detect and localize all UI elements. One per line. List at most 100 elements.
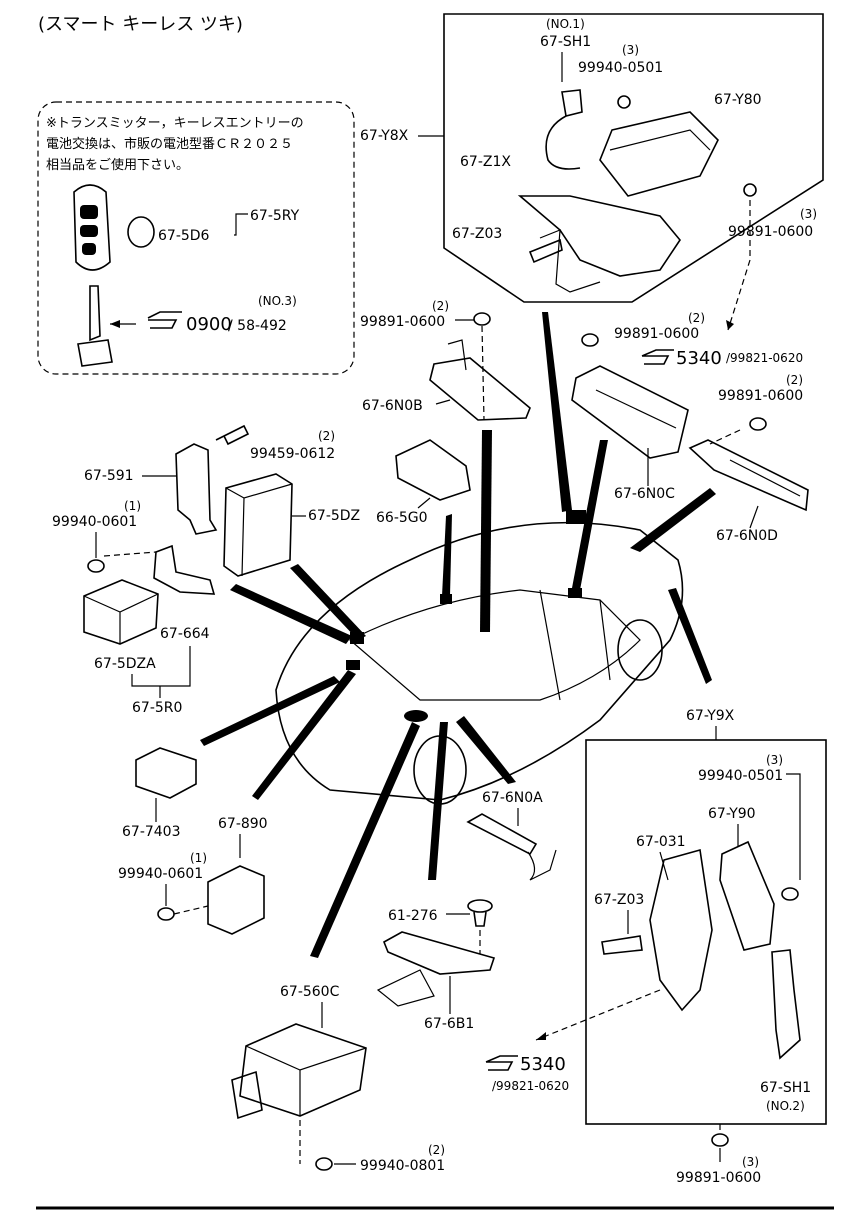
label-67-5dz: 67-5DZ (308, 508, 360, 524)
label-99940-0501-top: 99940-0501 (578, 60, 663, 76)
bracket-664-icon (153, 544, 216, 595)
leader-6n0d (630, 488, 716, 552)
pointing-hand-icon (641, 349, 674, 365)
label-99459-0612: 99459-0612 (250, 446, 335, 462)
module-5dz-icon (223, 473, 293, 577)
mounting-bracket-icon (517, 183, 757, 293)
label-99891-0600-d: 99891-0600 (676, 1170, 761, 1186)
qty-0501-right: (3) (766, 753, 783, 767)
qty-0612: (2) (318, 429, 335, 443)
bracket-6n0d-icon (688, 439, 809, 512)
ref-5340-bottom-sub: /99821-0620 (492, 1079, 569, 1093)
bracket-6b1-icon (376, 931, 496, 1007)
label-99891-0600-a: 99891-0600 (360, 314, 445, 330)
label-67-sh1-top: 67-SH1 (540, 34, 591, 50)
leader-7403 (200, 676, 340, 746)
label-67-y8x: 67-Y8X (360, 128, 409, 144)
label-no2: (NO.2) (766, 1099, 805, 1113)
ref-5340-bottom: 5340 (520, 1054, 566, 1075)
leader-y9x (668, 588, 712, 684)
leader-890 (252, 670, 356, 800)
ref-5340-top-sub: /99821-0620 (726, 351, 803, 365)
leader-5g0 (442, 514, 452, 596)
module-5dza-icon (83, 579, 159, 645)
key-fob-icon (73, 184, 111, 271)
coin-battery-icon (127, 216, 155, 248)
label-67-sh1-right: 67-SH1 (760, 1080, 811, 1096)
car-illustration (275, 510, 684, 805)
qty-0600-top: (3) (800, 207, 817, 221)
label-99940-0501-right: 99940-0501 (698, 768, 783, 784)
label-67-y90: 67-Y90 (708, 806, 756, 822)
label-61-276: 61-276 (388, 908, 438, 924)
label-99891-0600-b: 99891-0600 (614, 326, 699, 342)
label-67-6b1: 67-6B1 (424, 1016, 474, 1032)
qty-0600-a: (2) (432, 299, 449, 313)
y8x-group-box (443, 13, 824, 303)
label-67-560c: 67-560C (280, 984, 340, 1000)
qty-0600-c: (2) (786, 373, 803, 387)
leader-6n0a (456, 716, 516, 784)
key-blade-icon (77, 285, 136, 367)
note-line-2: 電池交換は、市販の電池型番ＣＲ２０２５ (46, 136, 293, 152)
receiver-module-icon (545, 89, 719, 197)
bracket-6n0c-icon (571, 365, 689, 459)
label-no1: (NO.1) (546, 17, 585, 31)
label-67-5r0: 67-5R0 (132, 700, 182, 716)
label-67-y80: 67-Y80 (714, 92, 762, 108)
qty-0601-b: (1) (190, 851, 207, 865)
label-67-y9x: 67-Y9X (686, 708, 735, 724)
label-99940-0601-b: 99940-0601 (118, 866, 203, 882)
label-99940-0601-a: 99940-0601 (52, 514, 137, 530)
label-67-5ry: 67-5RY (250, 208, 300, 224)
label-99940-0801: 99940-0801 (360, 1158, 445, 1174)
note-line-1: ※トランスミッター，キーレスエントリーの (46, 116, 304, 131)
leader-y8x (542, 312, 572, 512)
label-67-7403: 67-7403 (122, 824, 181, 840)
label-67-5d6: 67-5D6 (158, 228, 210, 244)
label-67-6n0a: 67-6N0A (482, 790, 543, 806)
leader-6n0b (480, 430, 492, 632)
label-67-890: 67-890 (218, 816, 268, 832)
y9x-group-box (585, 739, 827, 1125)
bracket-6n0a-icon (466, 813, 557, 881)
sensor-7403-icon (135, 747, 197, 799)
label-67-6n0d: 67-6N0D (716, 528, 778, 544)
label-67-5dza: 67-5DZA (94, 656, 156, 672)
label-67-591: 67-591 (84, 468, 134, 484)
module-890-icon (207, 865, 265, 935)
battery-note-box (37, 101, 355, 375)
qty-0801: (2) (428, 1143, 445, 1157)
y90-module-icon (719, 840, 799, 951)
label-99891-0600-c: 99891-0600 (718, 388, 803, 404)
leader-560c (310, 722, 420, 958)
qty-0501-top: (3) (622, 43, 639, 57)
clip-icon (467, 899, 493, 927)
pointing-hand-icon (485, 1055, 518, 1071)
qty-0600-b: (2) (688, 311, 705, 325)
label-66-5g0: 66-5G0 (376, 510, 428, 526)
leader-6b1 (428, 722, 448, 880)
control-unit-560c-icon (231, 1023, 367, 1120)
ref-5340-top: 5340 (676, 348, 722, 369)
bracket-6n0b-icon (429, 339, 531, 421)
qty-0600-d: (3) (742, 1155, 759, 1169)
label-67-z03-right: 67-Z03 (594, 892, 644, 908)
note-line-3: 相当品をご使用下さい。 (46, 157, 189, 173)
leader-6n0c (572, 440, 608, 590)
ref-58-492: / 58-492 (228, 318, 287, 334)
ref-no3: (NO.3) (258, 294, 297, 308)
leader-5dz (230, 584, 352, 644)
label-67-z03-top: 67-Z03 (452, 226, 502, 242)
label-67-6n0c: 67-6N0C (614, 486, 675, 502)
leader-5dz-2 (290, 564, 366, 640)
bolt-icon (215, 424, 250, 446)
pointing-hand-icon (147, 311, 182, 329)
label-67-6n0b: 67-6N0B (362, 398, 423, 414)
qty-0601-a: (1) (124, 499, 141, 513)
label-67-031: 67-031 (636, 834, 686, 850)
label-67-z1x: 67-Z1X (460, 154, 511, 170)
module-5g0-icon (395, 439, 471, 501)
